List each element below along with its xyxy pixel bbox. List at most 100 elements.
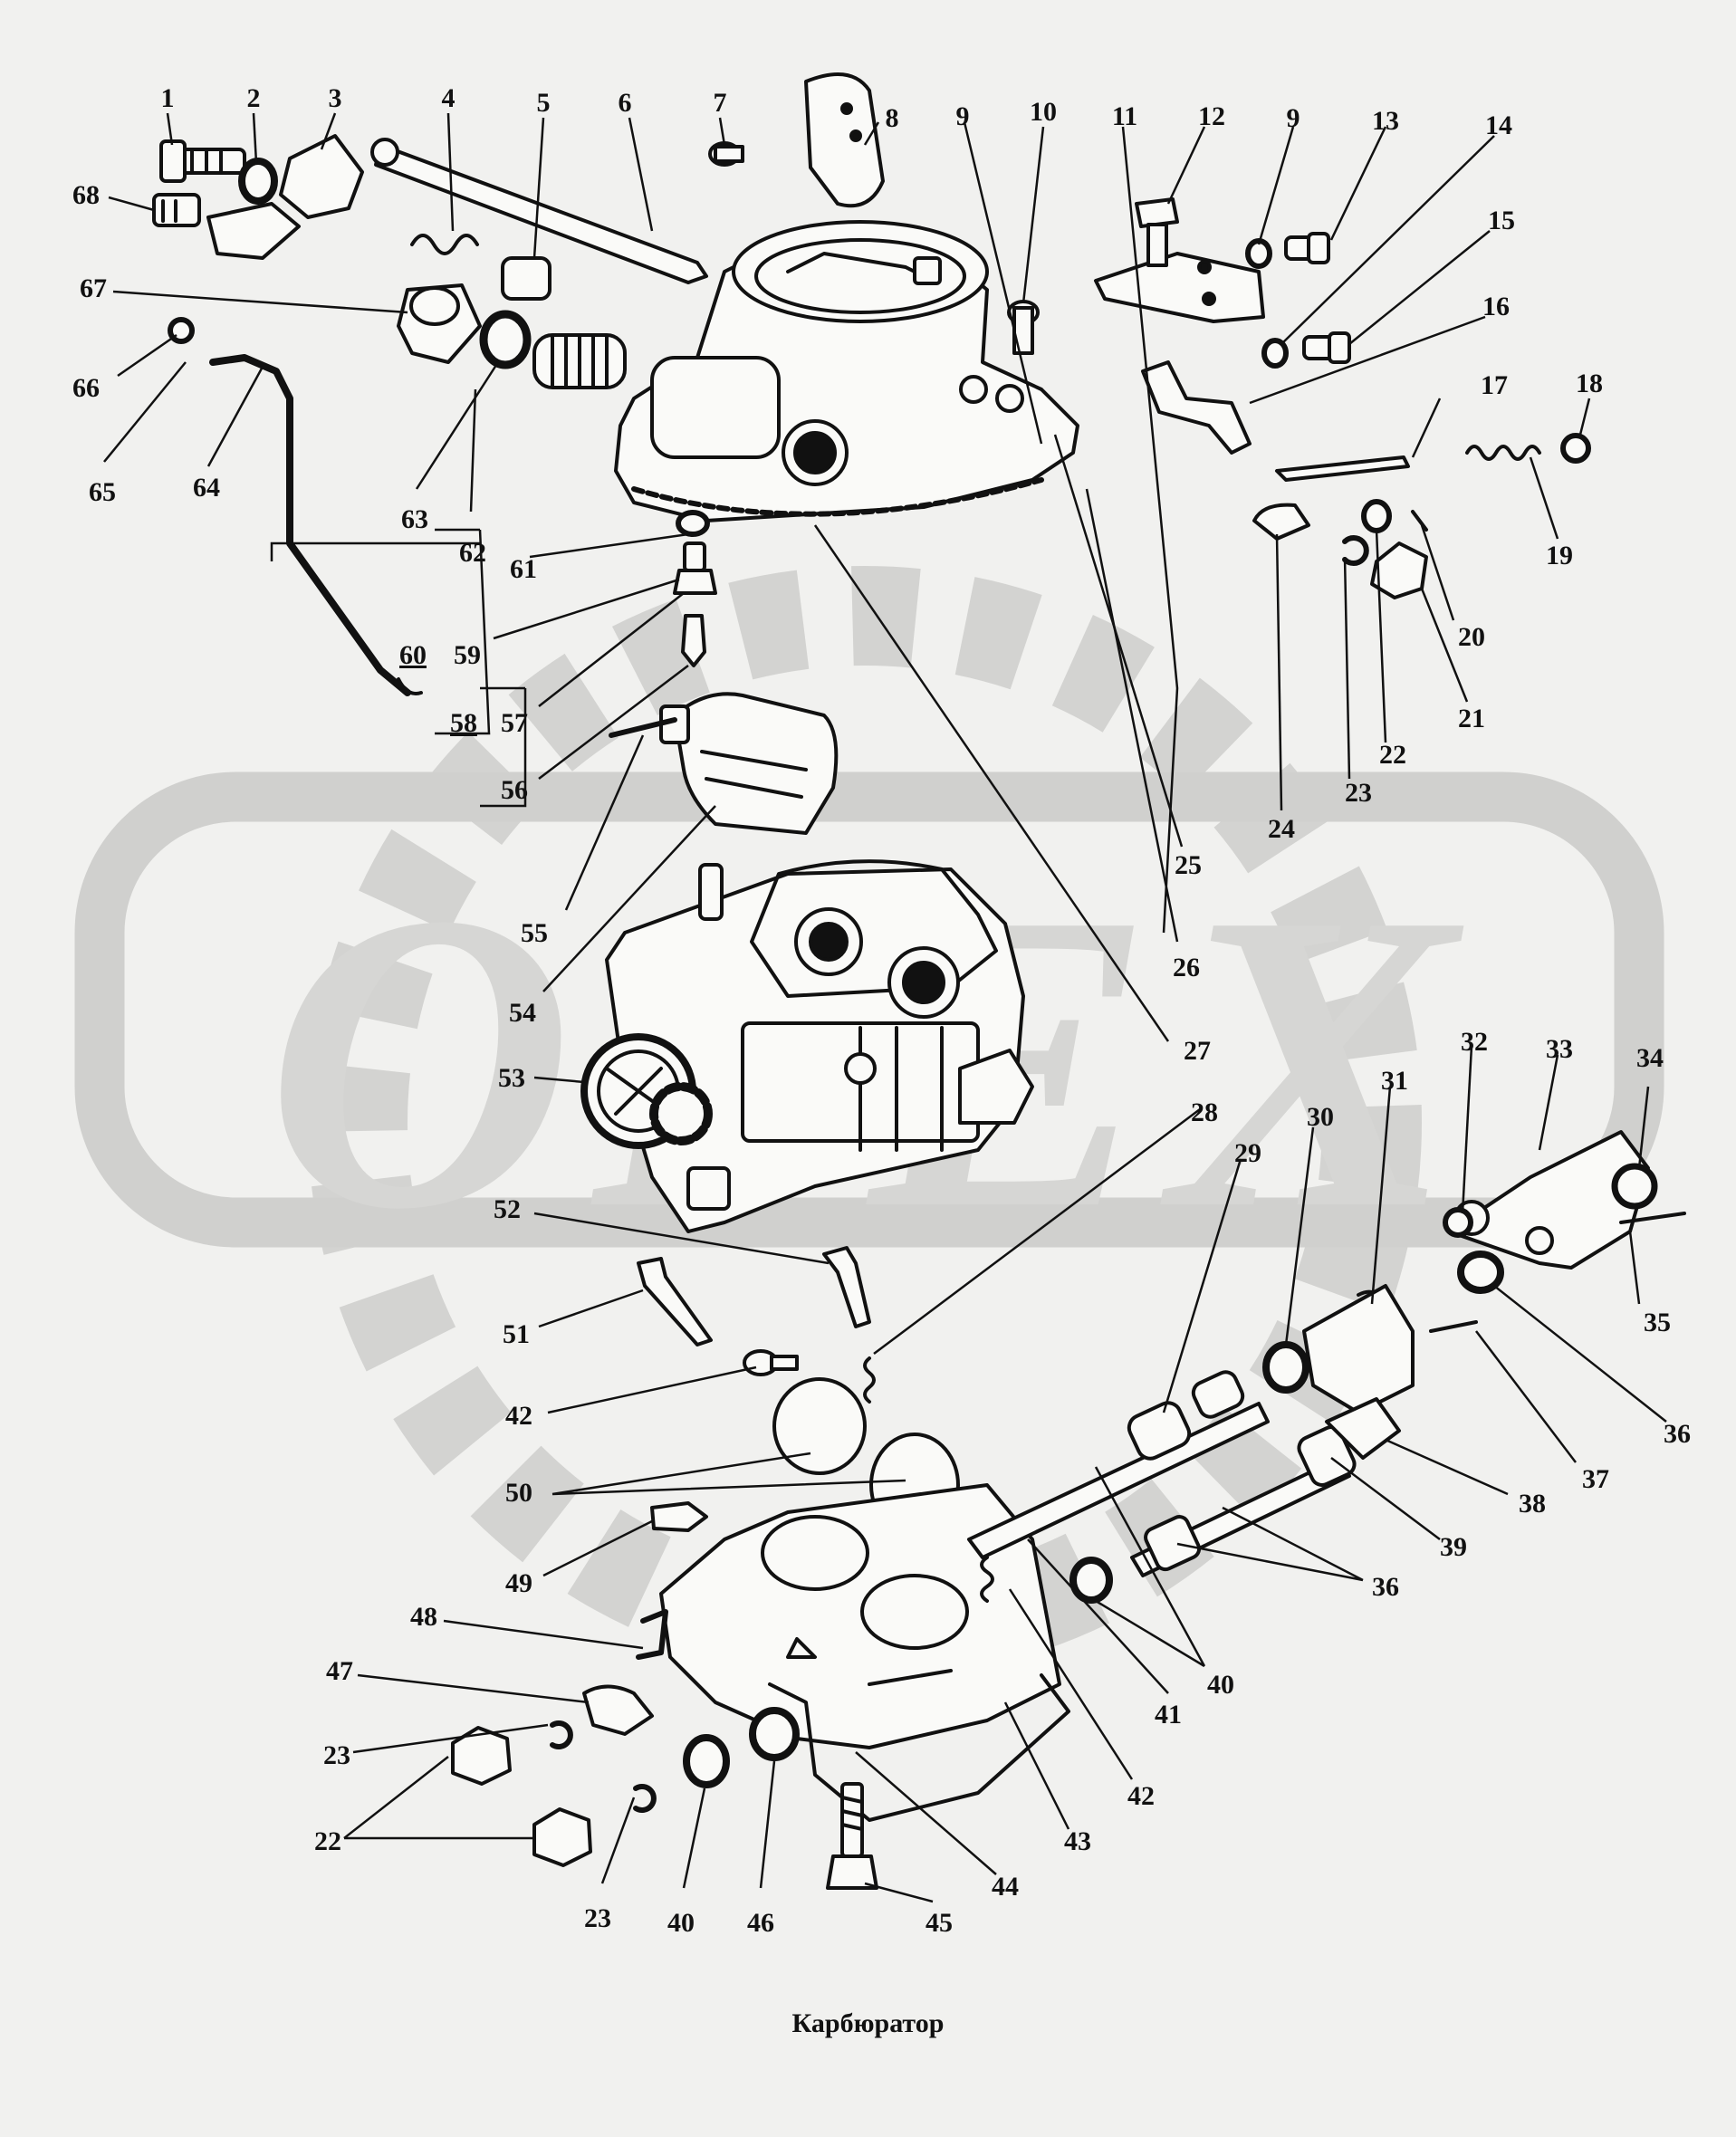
carburetor-body — [605, 859, 1034, 1233]
label-27: 27 — [1184, 1036, 1211, 1066]
label-2: 2 — [247, 83, 261, 113]
diagram-caption: Карбюратор — [791, 2008, 945, 2038]
washer-40a — [1069, 1557, 1113, 1604]
label-3: 3 — [329, 83, 342, 113]
label-68: 68 — [72, 180, 100, 210]
label-25: 25 — [1175, 850, 1202, 880]
rod-17 — [1275, 455, 1410, 482]
ring-23b — [550, 1720, 573, 1749]
label-42b: 42 — [505, 1401, 532, 1431]
label-67: 67 — [80, 273, 107, 303]
lever-47 — [582, 1684, 654, 1736]
label-33: 33 — [1546, 1034, 1573, 1064]
label-11: 11 — [1112, 101, 1137, 131]
bracket-48 — [636, 1609, 668, 1660]
label-60: 60 — [399, 640, 427, 670]
throttle-body-43 — [659, 1483, 1070, 1822]
lever-38 — [1325, 1397, 1401, 1460]
label-31: 31 — [1381, 1066, 1408, 1096]
label-17: 17 — [1481, 370, 1508, 400]
label-23c: 23 — [584, 1903, 611, 1933]
label-62: 62 — [459, 538, 486, 568]
label-48: 48 — [410, 1602, 437, 1632]
label-5: 5 — [537, 88, 551, 118]
washer-14 — [1261, 338, 1289, 369]
lever-31 — [1302, 1284, 1415, 1414]
sleeve-5 — [501, 256, 551, 301]
label-16: 16 — [1482, 292, 1510, 321]
screw-49 — [650, 1501, 708, 1532]
screw-52 — [822, 1246, 871, 1328]
label-51: 51 — [503, 1319, 530, 1349]
label-19: 19 — [1546, 541, 1573, 570]
spring-28 — [863, 1356, 876, 1404]
label-41: 41 — [1155, 1700, 1182, 1730]
washer-61 — [676, 510, 710, 537]
label-21: 21 — [1458, 704, 1485, 733]
label-45: 45 — [926, 1908, 953, 1938]
watermark-frame — [74, 771, 1664, 1248]
gasket-63 — [479, 310, 532, 369]
label-30: 30 — [1307, 1102, 1334, 1132]
washer-40b — [683, 1734, 730, 1788]
label-9a: 9 — [956, 101, 970, 131]
needle-57 — [681, 614, 706, 667]
label-57: 57 — [501, 708, 528, 738]
gear-cap-53 — [580, 1033, 713, 1149]
bolt-12 — [1135, 197, 1179, 267]
nut-22b-2 — [532, 1807, 592, 1867]
label-36a: 36 — [1664, 1419, 1691, 1449]
label-9b: 9 — [1287, 103, 1300, 133]
axle-55 — [609, 717, 677, 738]
washer-9b — [1245, 238, 1272, 269]
filter-62 — [532, 333, 627, 389]
label-49: 49 — [505, 1568, 532, 1598]
label-63: 63 — [401, 504, 428, 534]
label-8: 8 — [886, 103, 899, 133]
screw-68 — [152, 193, 201, 227]
label-13: 13 — [1372, 106, 1399, 136]
label-52: 52 — [494, 1194, 521, 1224]
label-40a: 40 — [1207, 1670, 1234, 1700]
label-59: 59 — [454, 640, 481, 670]
label-23a: 23 — [1345, 778, 1372, 808]
air-horn-cover — [614, 220, 1079, 522]
label-10: 10 — [1030, 97, 1057, 127]
rod-64 — [209, 354, 411, 696]
label-14: 14 — [1485, 110, 1512, 140]
label-66: 66 — [72, 373, 100, 403]
label-50: 50 — [505, 1478, 532, 1508]
washer-22a — [1361, 499, 1392, 533]
ring-23a — [1342, 535, 1369, 566]
label-22a: 22 — [1379, 740, 1406, 770]
screw-42a — [743, 1349, 799, 1376]
label-56: 56 — [501, 775, 528, 805]
shaft-6-end — [370, 138, 399, 167]
screw-51 — [637, 1257, 713, 1346]
label-24: 24 — [1268, 814, 1295, 844]
washer-30 — [1262, 1341, 1309, 1394]
leader-lines — [103, 112, 1667, 1903]
label-55: 55 — [521, 918, 548, 948]
washer-2 — [238, 158, 278, 205]
label-35: 35 — [1644, 1308, 1671, 1337]
nut-18 — [1560, 433, 1591, 464]
label-12: 12 — [1198, 101, 1225, 131]
label-15: 15 — [1488, 206, 1515, 235]
spring-4 — [410, 234, 479, 255]
label-64: 64 — [193, 473, 220, 503]
float-54 — [659, 692, 839, 835]
lever-3 — [279, 134, 364, 219]
label-23b: 23 — [323, 1740, 350, 1770]
pin-20 — [1411, 510, 1428, 532]
sleeve-29 — [1127, 1370, 1245, 1461]
pin-37 — [1429, 1320, 1478, 1333]
label-54: 54 — [509, 998, 536, 1028]
label-65: 65 — [89, 477, 116, 507]
label-37: 37 — [1582, 1464, 1609, 1494]
label-4: 4 — [442, 83, 456, 113]
label-38: 38 — [1519, 1489, 1546, 1519]
label-18: 18 — [1576, 369, 1603, 398]
label-22b: 22 — [314, 1826, 341, 1856]
lever-24 — [1252, 503, 1310, 541]
